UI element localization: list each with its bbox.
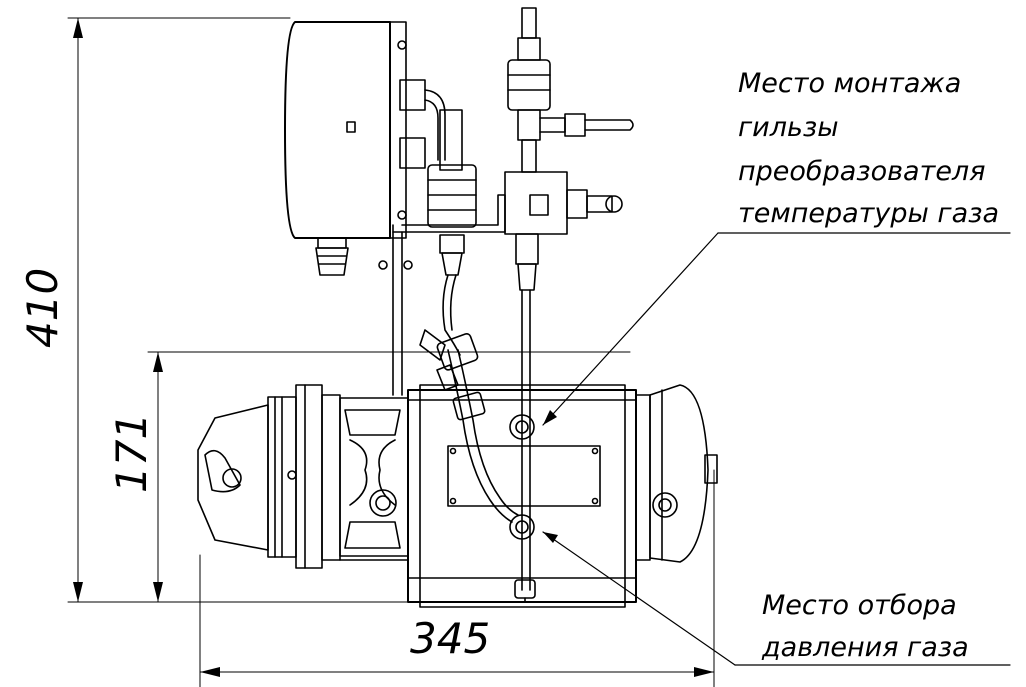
callout-temperature-line3: преобразователя <box>738 156 985 187</box>
callout-pressure-line1: Место отбора <box>762 590 957 621</box>
callout-pressure-line2: давления газа <box>761 632 969 663</box>
electronics-housing <box>284 21 446 276</box>
linkage-section <box>339 397 409 561</box>
pressure-assembly <box>504 7 634 603</box>
dimension-410-label: 410 <box>18 268 67 348</box>
dimension-345-label: 345 <box>410 614 490 663</box>
callout-temperature-line1: Место монтажа <box>738 68 961 99</box>
right-end-cap <box>635 384 718 563</box>
dimension-410: 410 <box>18 17 441 603</box>
support-bracket <box>378 194 506 396</box>
callout-temperature-line4: температуры газа <box>738 198 999 229</box>
dimension-345: 345 <box>199 469 715 687</box>
callout-pressure-tap: Место отбора давления газа <box>761 590 969 663</box>
dimension-171: 171 <box>107 351 631 603</box>
callout-temperature-sleeve: Место монтажа гильзы преобразователя тем… <box>738 68 999 229</box>
impulse-tube <box>419 329 519 523</box>
temperature-transducer <box>427 109 477 356</box>
callout-temperature-line2: гильзы <box>738 112 839 143</box>
left-end-cap <box>197 384 341 569</box>
dimension-171-label: 171 <box>107 413 156 493</box>
callout-leaders <box>542 232 1011 666</box>
